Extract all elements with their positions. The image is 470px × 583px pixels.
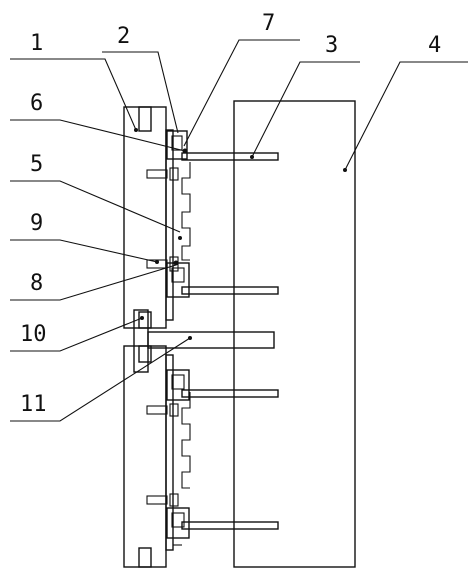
anchor-rod	[181, 152, 279, 161]
bolts	[146, 167, 179, 507]
label-10: 10	[20, 322, 47, 347]
label-8: 8	[30, 271, 43, 296]
label-2: 2	[117, 24, 130, 49]
leader-line-11	[10, 337, 191, 422]
leader-line-5	[10, 180, 181, 233]
leader-line-4	[344, 61, 468, 171]
leader-line-1	[10, 58, 137, 131]
label-4: 4	[428, 33, 441, 58]
leader-line-6	[10, 119, 186, 152]
leader-line-3	[251, 61, 360, 158]
label-5: 5	[30, 152, 43, 177]
label-7: 7	[262, 11, 275, 36]
support-beam	[147, 331, 275, 349]
glass-panel-lower	[123, 345, 167, 568]
bolt	[146, 403, 179, 417]
anchor-rod	[181, 389, 279, 398]
label-1: 1	[30, 31, 43, 56]
leader-line-2	[102, 51, 179, 134]
clamp-bracket	[166, 507, 190, 539]
callout-dots	[134, 128, 347, 340]
anchor-rod	[181, 286, 279, 295]
leader-line-10	[10, 317, 143, 352]
bolt	[146, 167, 179, 181]
label-3: 3	[325, 33, 338, 58]
leader-lines	[10, 39, 468, 422]
concrete-wall	[233, 100, 356, 568]
label-11: 11	[20, 392, 47, 417]
part-labels: 1 2 7 3 4 6 5 9 8 10 11	[20, 11, 441, 417]
leader-line-7	[183, 39, 300, 147]
leader-line-8	[10, 264, 177, 301]
anchor-rods	[181, 152, 279, 530]
clamp-bracket	[166, 369, 190, 401]
label-6: 6	[30, 91, 43, 116]
bolt	[146, 493, 179, 507]
vertical-frame	[165, 129, 174, 551]
t-connector	[133, 309, 275, 373]
leader-line-9	[10, 239, 158, 263]
anchor-rod	[181, 521, 279, 530]
label-9: 9	[30, 211, 43, 236]
clamp-brackets	[166, 130, 190, 539]
